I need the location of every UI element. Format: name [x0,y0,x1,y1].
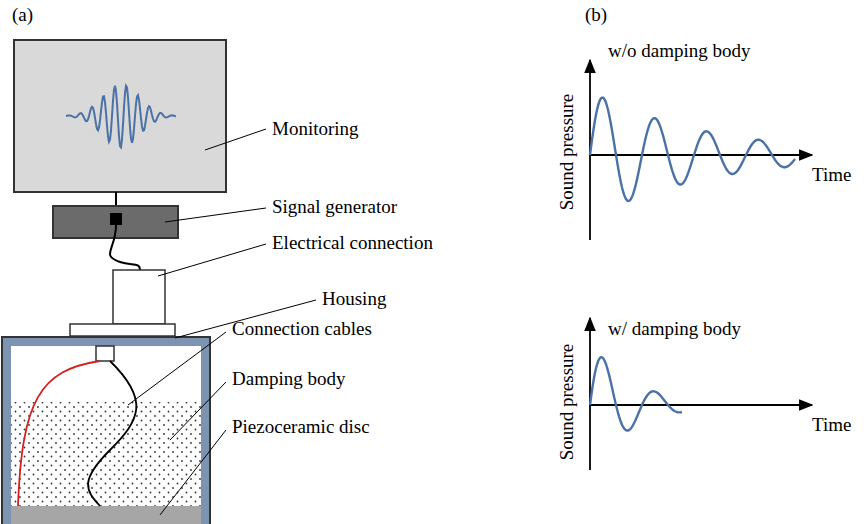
part-name: Signal generator [272,196,397,218]
plot-title: w/ damping body [608,318,741,340]
leader-line [205,129,266,150]
damped-wave [590,357,682,430]
housing-interior [11,346,201,524]
monitor-waveform [66,86,176,148]
panel-label: (b) [585,4,607,26]
x-axis [590,154,812,156]
part-name: Monitoring [272,118,359,140]
connector-body [113,270,165,324]
axis-label: Time [812,164,851,186]
axis-label: Time [812,414,851,436]
part-name: Connection cables [232,318,372,340]
leader-line [158,244,266,276]
terminal-block [96,346,114,361]
monitor-wire [115,192,117,206]
leader-line [165,208,266,222]
axis-label: Sound pressure [556,94,578,211]
leader-line [160,430,226,515]
x-axis [590,404,812,406]
black-cable [88,361,136,506]
generator-port [110,213,122,225]
part-name: Housing [322,288,386,310]
damped-wave [590,98,795,201]
part-name: Electrical connection [272,232,433,254]
piezoceramic-disc [11,506,201,524]
plot-title: w/o damping body [608,40,751,62]
panel-label: (a) [12,4,33,26]
connector-flange [70,324,175,336]
leader-line [170,382,226,440]
monitor-screen [14,40,226,192]
generator-cable [110,225,140,270]
part-name: Piezoceramic disc [232,416,370,438]
leader-line [128,332,226,405]
part-name: Damping body [232,368,345,390]
axis-label: Sound pressure [556,344,578,461]
